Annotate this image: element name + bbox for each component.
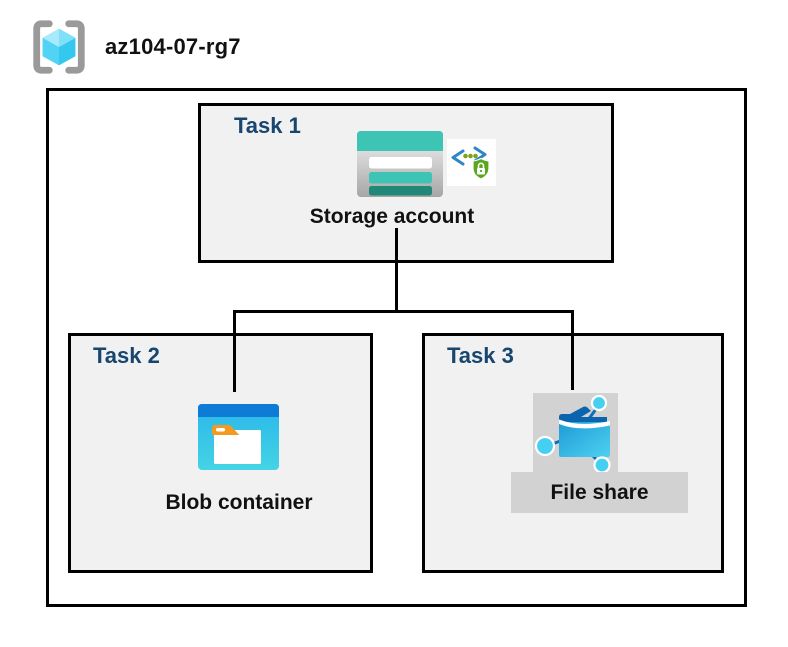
task2-box: Task 2 Blob container: [68, 333, 373, 573]
blob-container-icon: [198, 404, 279, 470]
blob-container-label: Blob container: [165, 491, 313, 514]
task1-label: Task 1: [234, 113, 301, 138]
connector-to-file-share: [571, 310, 574, 390]
connector-to-blob-container: [233, 310, 236, 392]
task3-label: Task 3: [447, 343, 514, 368]
storage-account-icon: [357, 131, 443, 197]
file-share-icon: [534, 394, 611, 474]
connector-horizontal: [233, 310, 574, 313]
file-share-icon-backdrop: [533, 393, 618, 474]
secured-endpoint-icon: [447, 139, 496, 186]
file-share-label: File share: [550, 481, 649, 504]
task2-label: Task 2: [93, 343, 160, 368]
connector-storage-stem: [395, 228, 398, 312]
resource-group-header: az104-07-rg7: [28, 16, 241, 78]
storage-account-label: Storage account: [309, 205, 475, 228]
resource-group-name: az104-07-rg7: [105, 34, 241, 59]
task1-box: Task 1 Storage account: [198, 103, 614, 263]
resource-group-icon: [33, 20, 85, 74]
file-share-label-backdrop: [511, 472, 688, 513]
